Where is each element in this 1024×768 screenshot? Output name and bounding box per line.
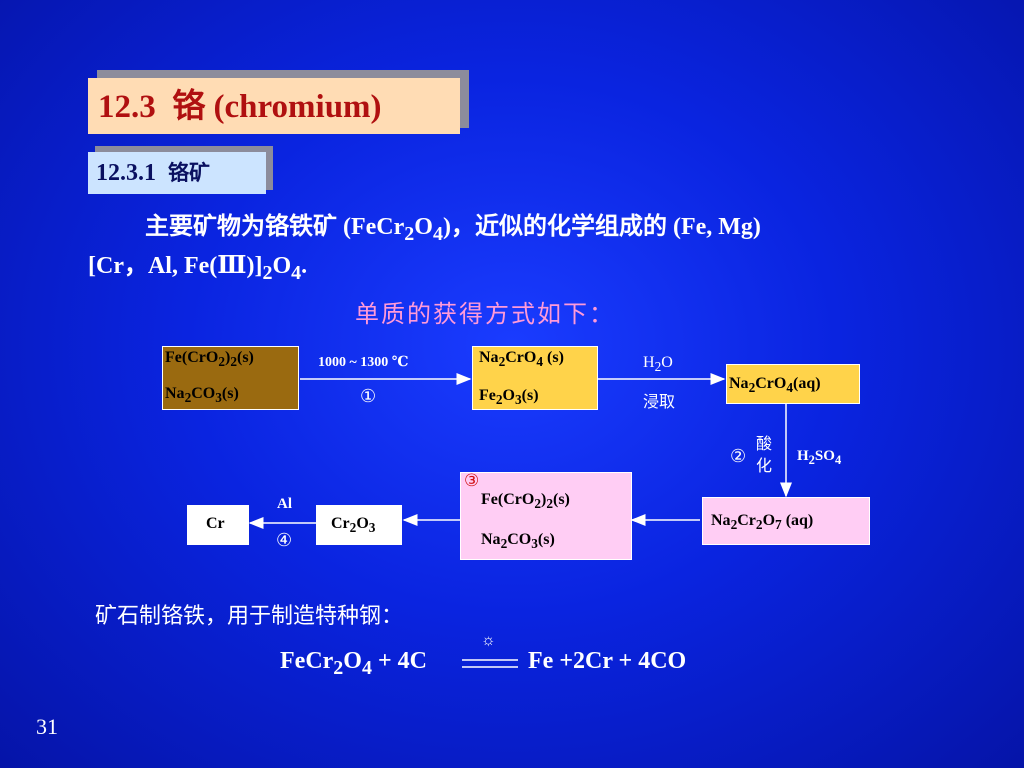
subsection-title: 12.3.1 铬矿 bbox=[88, 152, 266, 194]
chromium-oxide-label: Cr2O3 bbox=[331, 515, 376, 536]
raw-materials-box: Fe(CrO2)2(s) Na2CO3(s) bbox=[162, 346, 299, 410]
recycle-box: ③ Fe(CrO2)2(s) Na2CO3(s) bbox=[460, 471, 632, 560]
dichromate-box: Na2Cr2O7 (aq) bbox=[702, 497, 870, 545]
recycle-line-1: Fe(CrO2)2(s) bbox=[481, 491, 570, 512]
raw-line-2: Na2CO3(s) bbox=[165, 385, 239, 406]
sun-symbol-icon: ☼ bbox=[481, 632, 496, 649]
chromate-solution-box: Na2CrO4(aq) bbox=[726, 364, 860, 404]
chromium-box: Cr bbox=[187, 505, 249, 545]
raw-line-1: Fe(CrO2)2(s) bbox=[165, 349, 254, 370]
step-4-number: ④ bbox=[276, 530, 293, 550]
step-1-number: ① bbox=[360, 386, 377, 406]
equation-products: Fe +2Cr + 4CO bbox=[528, 648, 687, 674]
intro-line-2: [Cr，Al, Fe(Ⅲ)]2O4. bbox=[88, 253, 308, 284]
leach-label: 浸取 bbox=[643, 392, 676, 411]
dichromate-label: Na2Cr2O7 (aq) bbox=[711, 512, 814, 533]
page-number: 31 bbox=[36, 714, 58, 739]
roast-product-box: Na2CrO4 (s) Fe2O3(s) bbox=[472, 346, 598, 410]
method-heading: 单质的获得方式如下： bbox=[355, 300, 615, 328]
step-2-label-1: 酸 bbox=[756, 434, 773, 453]
step-2-label-2: 化 bbox=[756, 456, 773, 475]
step-4-reagent: Al bbox=[277, 496, 292, 512]
roast-line-1: Na2CrO4 (s) bbox=[479, 349, 564, 370]
leach-reagent: H2O bbox=[643, 354, 673, 375]
ore-usage-text: 矿石制铬铁，用于制造特种钢： bbox=[95, 604, 404, 629]
recycle-line-2: Na2CO3(s) bbox=[481, 531, 555, 552]
equation-reactants: FeCr2O4 + 4C bbox=[280, 648, 427, 679]
roast-line-2: Fe2O3(s) bbox=[479, 387, 539, 408]
step-2-number: ② bbox=[730, 446, 747, 466]
chromium-label: Cr bbox=[206, 515, 225, 532]
step-2-acid: H2SO4 bbox=[797, 448, 842, 467]
section-title: 12.3 铬 (chromium) bbox=[88, 78, 460, 134]
chromate-solution-label: Na2CrO4(aq) bbox=[729, 375, 821, 396]
step-1-condition: 1000 ~ 1300 ℃ bbox=[318, 355, 409, 370]
chromium-oxide-box: Cr2O3 bbox=[316, 505, 402, 545]
step-3-number: ③ bbox=[464, 471, 480, 490]
intro-line-1: 主要矿物为铬铁矿 (FeCr2O4)，近似的化学组成的 (Fe, Mg) bbox=[145, 214, 761, 245]
